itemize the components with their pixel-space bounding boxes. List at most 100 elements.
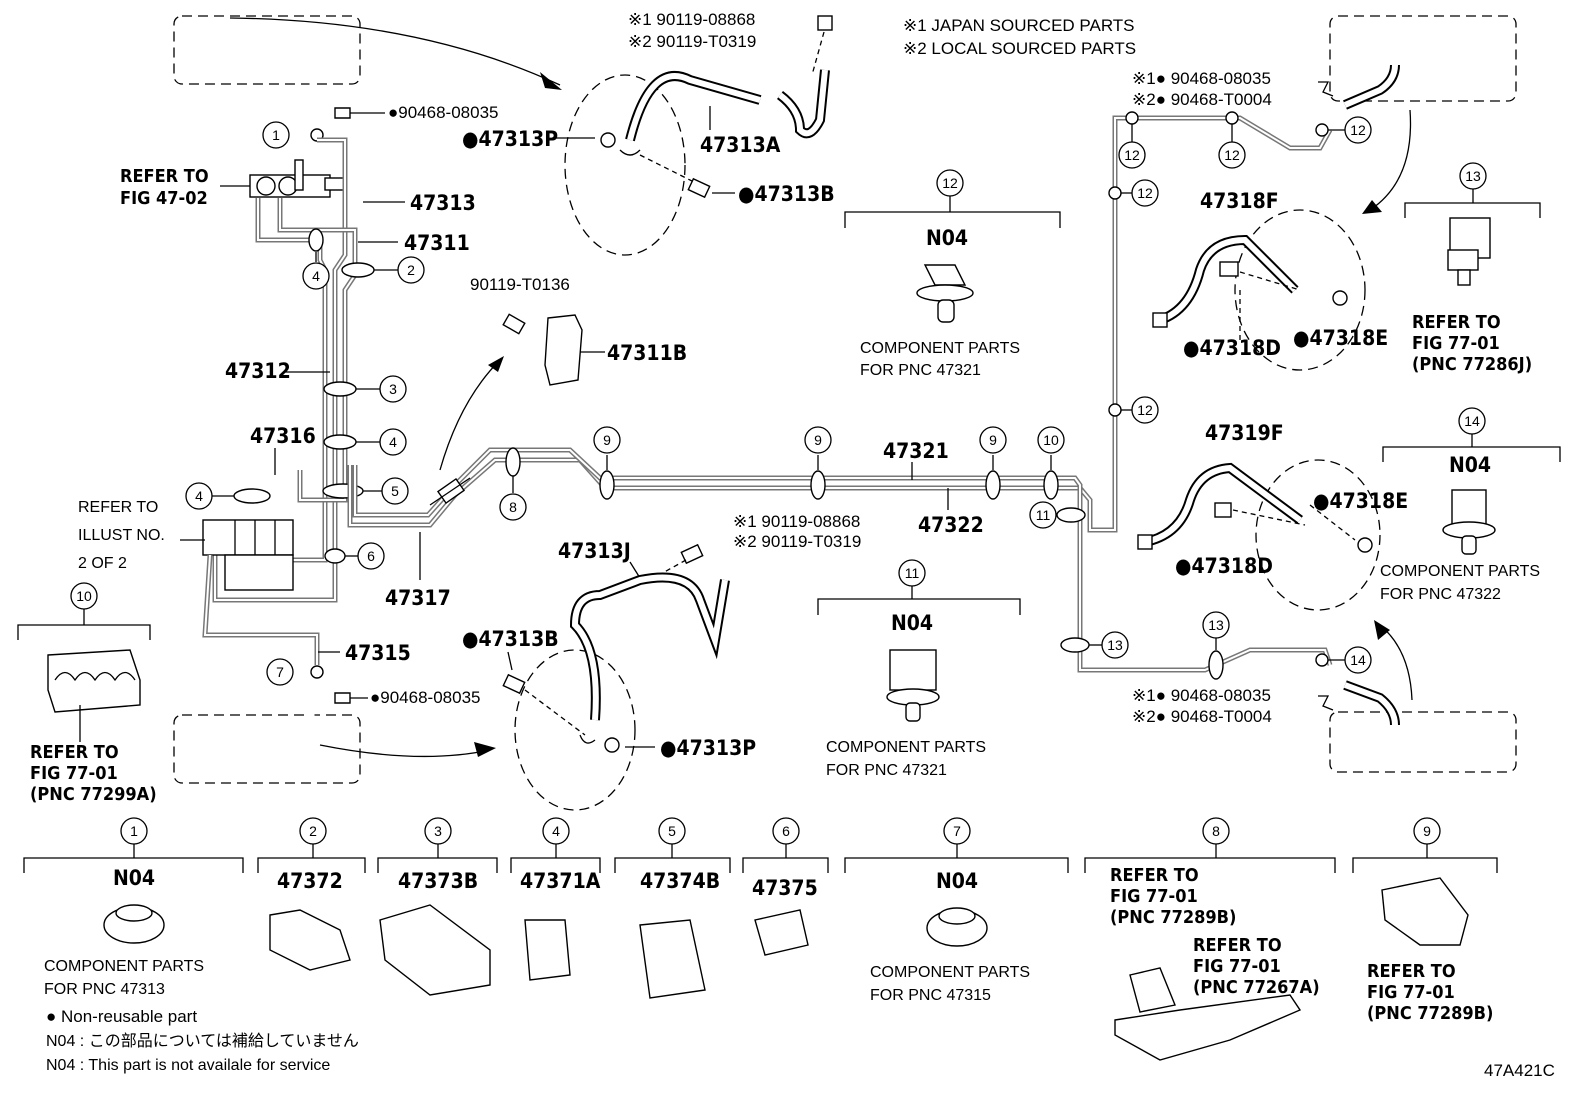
index-4-top: 4 [312,268,320,284]
detail-circle-mid [514,649,636,811]
bottom-1-code: N04 [113,866,155,890]
callout-11-code: N04 [891,611,933,635]
bracket-47311b [544,314,583,386]
wheel-area-bottom-right [1329,711,1517,773]
bottom-7-line1: COMPONENT PARTS [870,964,1030,981]
part-label-br-s1: ※1● 90468-08035 [1132,686,1271,705]
bottom-5-index: 5 [668,823,676,839]
index-8: 8 [509,499,517,515]
part-label-mid-s1: ※1 90119-08868 [733,512,860,531]
arrow-to-rear-hose-right-top [1369,109,1412,211]
part-label-47313: 47313 [410,191,476,215]
index-12-e: 12 [1137,402,1153,418]
refer-fig-47-02-line1: REFER TO [120,166,209,187]
bottom-8-ref2-line1: REFER TO [1193,935,1282,956]
refer-illust-line2: ILLUST NO. [78,527,165,544]
clamp-47372 [269,909,351,971]
bottom-9-ref-line3: (PNC 77289B) [1367,1003,1493,1024]
index-12-c: 12 [1350,122,1366,138]
brake-pipe-47321 [347,115,1333,533]
part-label-47318F: 47318F [1200,189,1279,213]
part-label-top-s2: ※2 90119-T0319 [628,32,756,51]
bottom-9-ref-line2: FIG 77-01 [1367,982,1455,1003]
part-label-90468-08035-top: ●90468-08035 [388,103,498,122]
clip-77289b [1381,877,1469,946]
part-label-47322: 47322 [918,513,984,537]
part-label-47318D-top: ●47318D [1183,336,1281,360]
refer-fig-47-02-line2: FIG 47-02 [120,188,208,209]
bottom-9-ref-line1: REFER TO [1367,961,1456,982]
bottom-6-index: 6 [782,823,790,839]
index-9-b: 9 [814,432,822,448]
callout-11-line2: FOR PNC 47321 [826,762,947,779]
index-11: 11 [1036,507,1051,523]
brake-hose-47318f [1158,236,1298,323]
refer-77286j-line3: (PNC 77286J) [1412,354,1532,375]
bottom-3-index: 3 [434,823,442,839]
refer-77286j-line2: FIG 77-01 [1412,333,1500,354]
index-6: 6 [367,548,375,564]
note-japan-sourced: ※1 JAPAN SOURCED PARTS [903,16,1135,35]
bottom-4-index: 4 [552,823,560,839]
index-12-a: 12 [1124,147,1140,163]
clamp-47375 [754,909,809,956]
index-5: 5 [391,483,399,499]
part-label-47313B-top: ●47313B [738,182,835,206]
index-12-b: 12 [1224,147,1240,163]
part-label-47316: 47316 [250,424,316,448]
part-label-90468-08035-bottom: ●90468-08035 [370,688,480,707]
clip-77286j [1447,217,1491,286]
index-12-d: 12 [1137,185,1153,201]
bottom-8-index: 8 [1212,823,1220,839]
index-13-a: 13 [1107,637,1123,653]
refer-77299a-line2: FIG 77-01 [30,763,118,784]
bottom-8-ref2-line3: (PNC 77267A) [1193,977,1320,998]
part-label-mid-s2: ※2 90119-T0319 [733,532,861,551]
bottom-5-code: 47374B [640,869,720,893]
brake-hose-47313a [627,73,761,141]
wheel-area-top-left [173,15,361,85]
part-label-top-s1: ※1 90119-08868 [628,10,755,29]
bottom-3-code: 47373B [398,869,478,893]
index-2: 2 [407,262,415,278]
part-label-47312: 47312 [225,359,291,383]
detail-circle-top [564,74,686,256]
joint-connector [429,477,471,506]
part-label-tr-s1: ※1● 90468-08035 [1132,69,1271,88]
detail-circle-top-right [1234,209,1366,371]
grommet-47313 [103,904,165,944]
bottom-8-ref1-line2: FIG 77-01 [1110,886,1198,907]
bottom-7-index: 7 [953,823,961,839]
part-label-47318E-top: ●47318E [1293,326,1388,350]
arrow-to-bracket [439,359,501,471]
abs-actuator-block [202,519,294,556]
refer-77299a-line1: REFER TO [30,742,119,763]
callout-11-line1: COMPONENT PARTS [826,739,986,756]
bottom-2-code: 47372 [277,869,343,893]
index-7: 7 [276,664,284,680]
index-4-left: 4 [195,488,203,504]
part-label-47313B-mid: ●47313B [462,627,559,651]
clip-77289b-77267a [1114,967,1302,1061]
part-label-47313P-top: ●47313P [462,127,558,151]
index-9-a: 9 [603,432,611,448]
arrow-to-rear-hose-left [319,744,491,758]
wheel-area-bottom-left [173,714,361,784]
callout-10-index: 10 [76,588,92,604]
callout-12-line2: FOR PNC 47321 [860,362,981,379]
hose-fitting-top-left [262,69,313,104]
index-3: 3 [389,381,397,397]
bottom-2-index: 2 [309,823,317,839]
part-label-br-s2: ※2● 90468-T0004 [1132,707,1272,726]
note-local-sourced: ※2 LOCAL SOURCED PARTS [903,39,1136,58]
brake-hose-47313j [571,574,728,721]
callout-14-line1: COMPONENT PARTS [1380,563,1540,580]
detail-circle-mid-right [1255,459,1381,611]
index-1: 1 [272,127,280,143]
part-label-47313P-mid: ●47313P [660,736,756,760]
wheel-area-top-right [1329,15,1517,102]
diagram-id: 47A421C [1484,1061,1555,1080]
part-label-47311: 47311 [404,231,470,255]
clip-n04-47322 [1442,489,1496,555]
